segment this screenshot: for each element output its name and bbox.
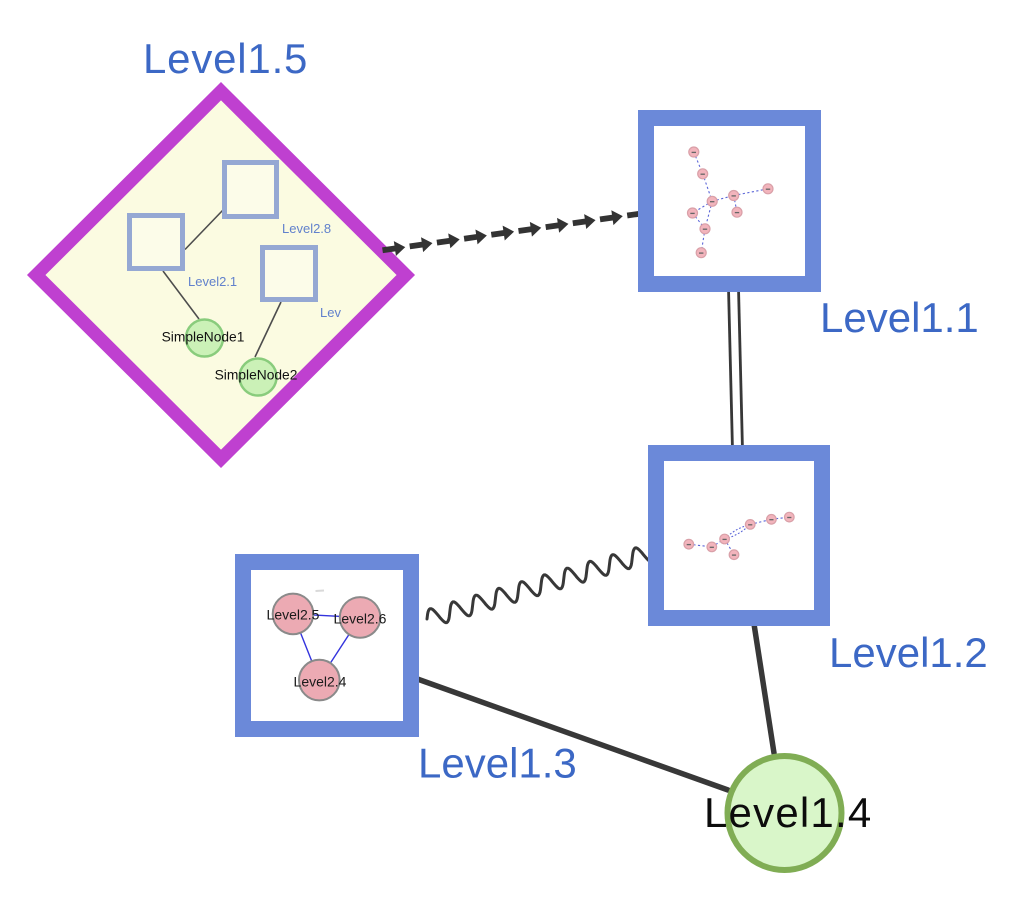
svg-text:Level2.6: Level2.6 (334, 611, 387, 627)
svg-text:Level1.2: Level1.2 (829, 629, 988, 676)
svg-text:Level2.8: Level2.8 (282, 221, 331, 236)
svg-text:Lev: Lev (320, 305, 341, 320)
svg-text:Level1.3: Level1.3 (418, 739, 577, 786)
svg-text:SimpleNode1: SimpleNode1 (162, 330, 245, 345)
svg-text:Level2.5: Level2.5 (267, 607, 320, 623)
svg-text:Level1.1: Level1.1 (820, 294, 979, 341)
svg-text:Level2.1: Level2.1 (188, 274, 237, 289)
svg-text:Level1.4: Level1.4 (704, 789, 872, 836)
svg-text:Level1.5: Level1.5 (143, 35, 308, 82)
svg-text:Level2.4: Level2.4 (294, 674, 347, 690)
svg-text:SimpleNode2: SimpleNode2 (215, 368, 298, 383)
